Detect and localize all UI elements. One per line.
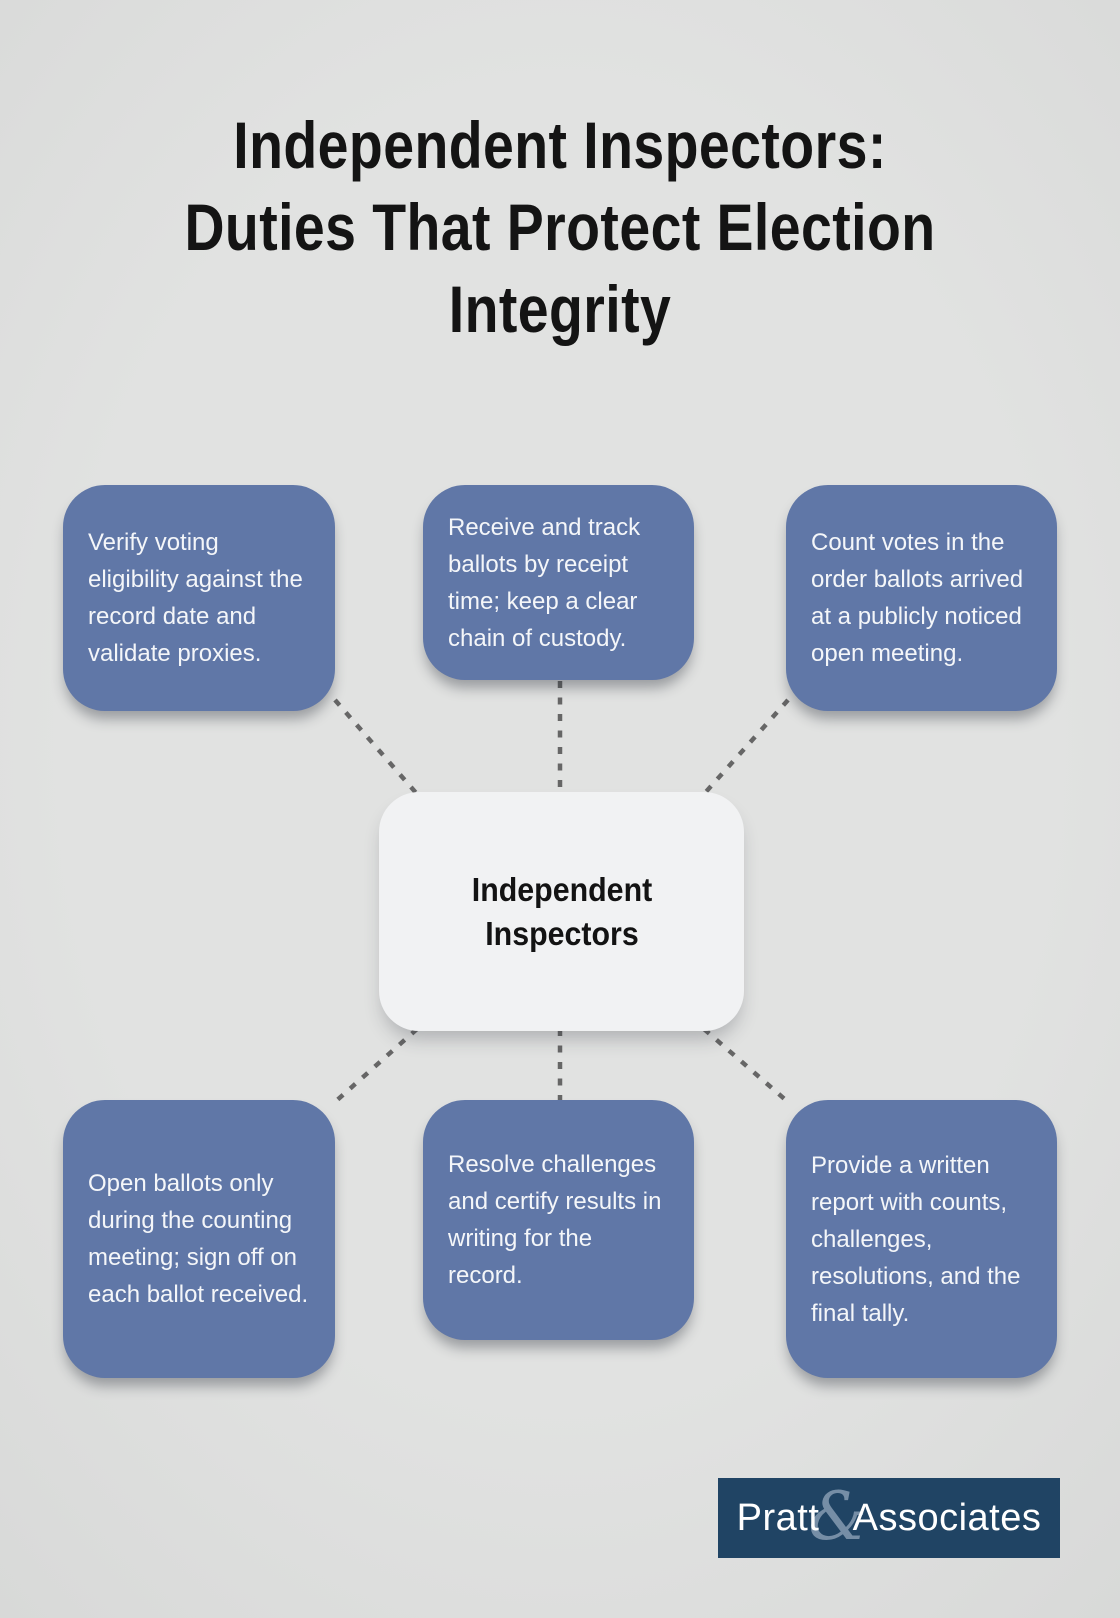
- page-title-line-2: Duties That Protect Election: [184, 190, 936, 264]
- logo-text-pratt: Pratt: [736, 1496, 820, 1539]
- logo-text-associates: Associates: [852, 1496, 1042, 1539]
- page-title: Independent Inspectors: Duties That Prot…: [90, 104, 1031, 350]
- duty-text-top-right: Count votes in the order ballots arrived…: [811, 529, 1024, 667]
- duty-box-top-right: Count votes in the order ballots arrived…: [786, 485, 1057, 711]
- duty-box-top-middle: Receive and track ballots by receipt tim…: [423, 485, 694, 680]
- duty-box-bottom-left: Open ballots only during the counting me…: [63, 1100, 335, 1378]
- duty-text-top-middle: Receive and track ballots by receipt tim…: [448, 513, 641, 652]
- duty-text-bottom-left: Open ballots only during the counting me…: [88, 1170, 309, 1308]
- connector-line-top-left: [333, 698, 419, 796]
- connector-line-bottom-right: [702, 1027, 790, 1104]
- duty-box-top-left: Verify voting eligibility against the re…: [63, 485, 335, 711]
- connector-line-bottom-left: [333, 1027, 419, 1104]
- page-title-line-1: Independent Inspectors:: [233, 108, 887, 182]
- duty-text-bottom-middle: Resolve challenges and certify results i…: [448, 1151, 662, 1289]
- center-node-label: Independent Inspectors: [471, 870, 652, 952]
- duty-text-top-left: Verify voting eligibility against the re…: [88, 529, 303, 667]
- logo: Pratt & Associates: [718, 1478, 1060, 1558]
- duty-box-bottom-right: Provide a written report with counts, ch…: [786, 1100, 1057, 1378]
- duty-box-bottom-middle: Resolve challenges and certify results i…: [423, 1100, 694, 1340]
- connector-line-top-right: [702, 698, 790, 796]
- duty-text-bottom-right: Provide a written report with counts, ch…: [811, 1151, 1021, 1327]
- logo-wordmark: Pratt & Associates: [736, 1477, 1042, 1555]
- center-node: Independent Inspectors: [379, 792, 744, 1031]
- page-title-line-3: Integrity: [448, 272, 672, 346]
